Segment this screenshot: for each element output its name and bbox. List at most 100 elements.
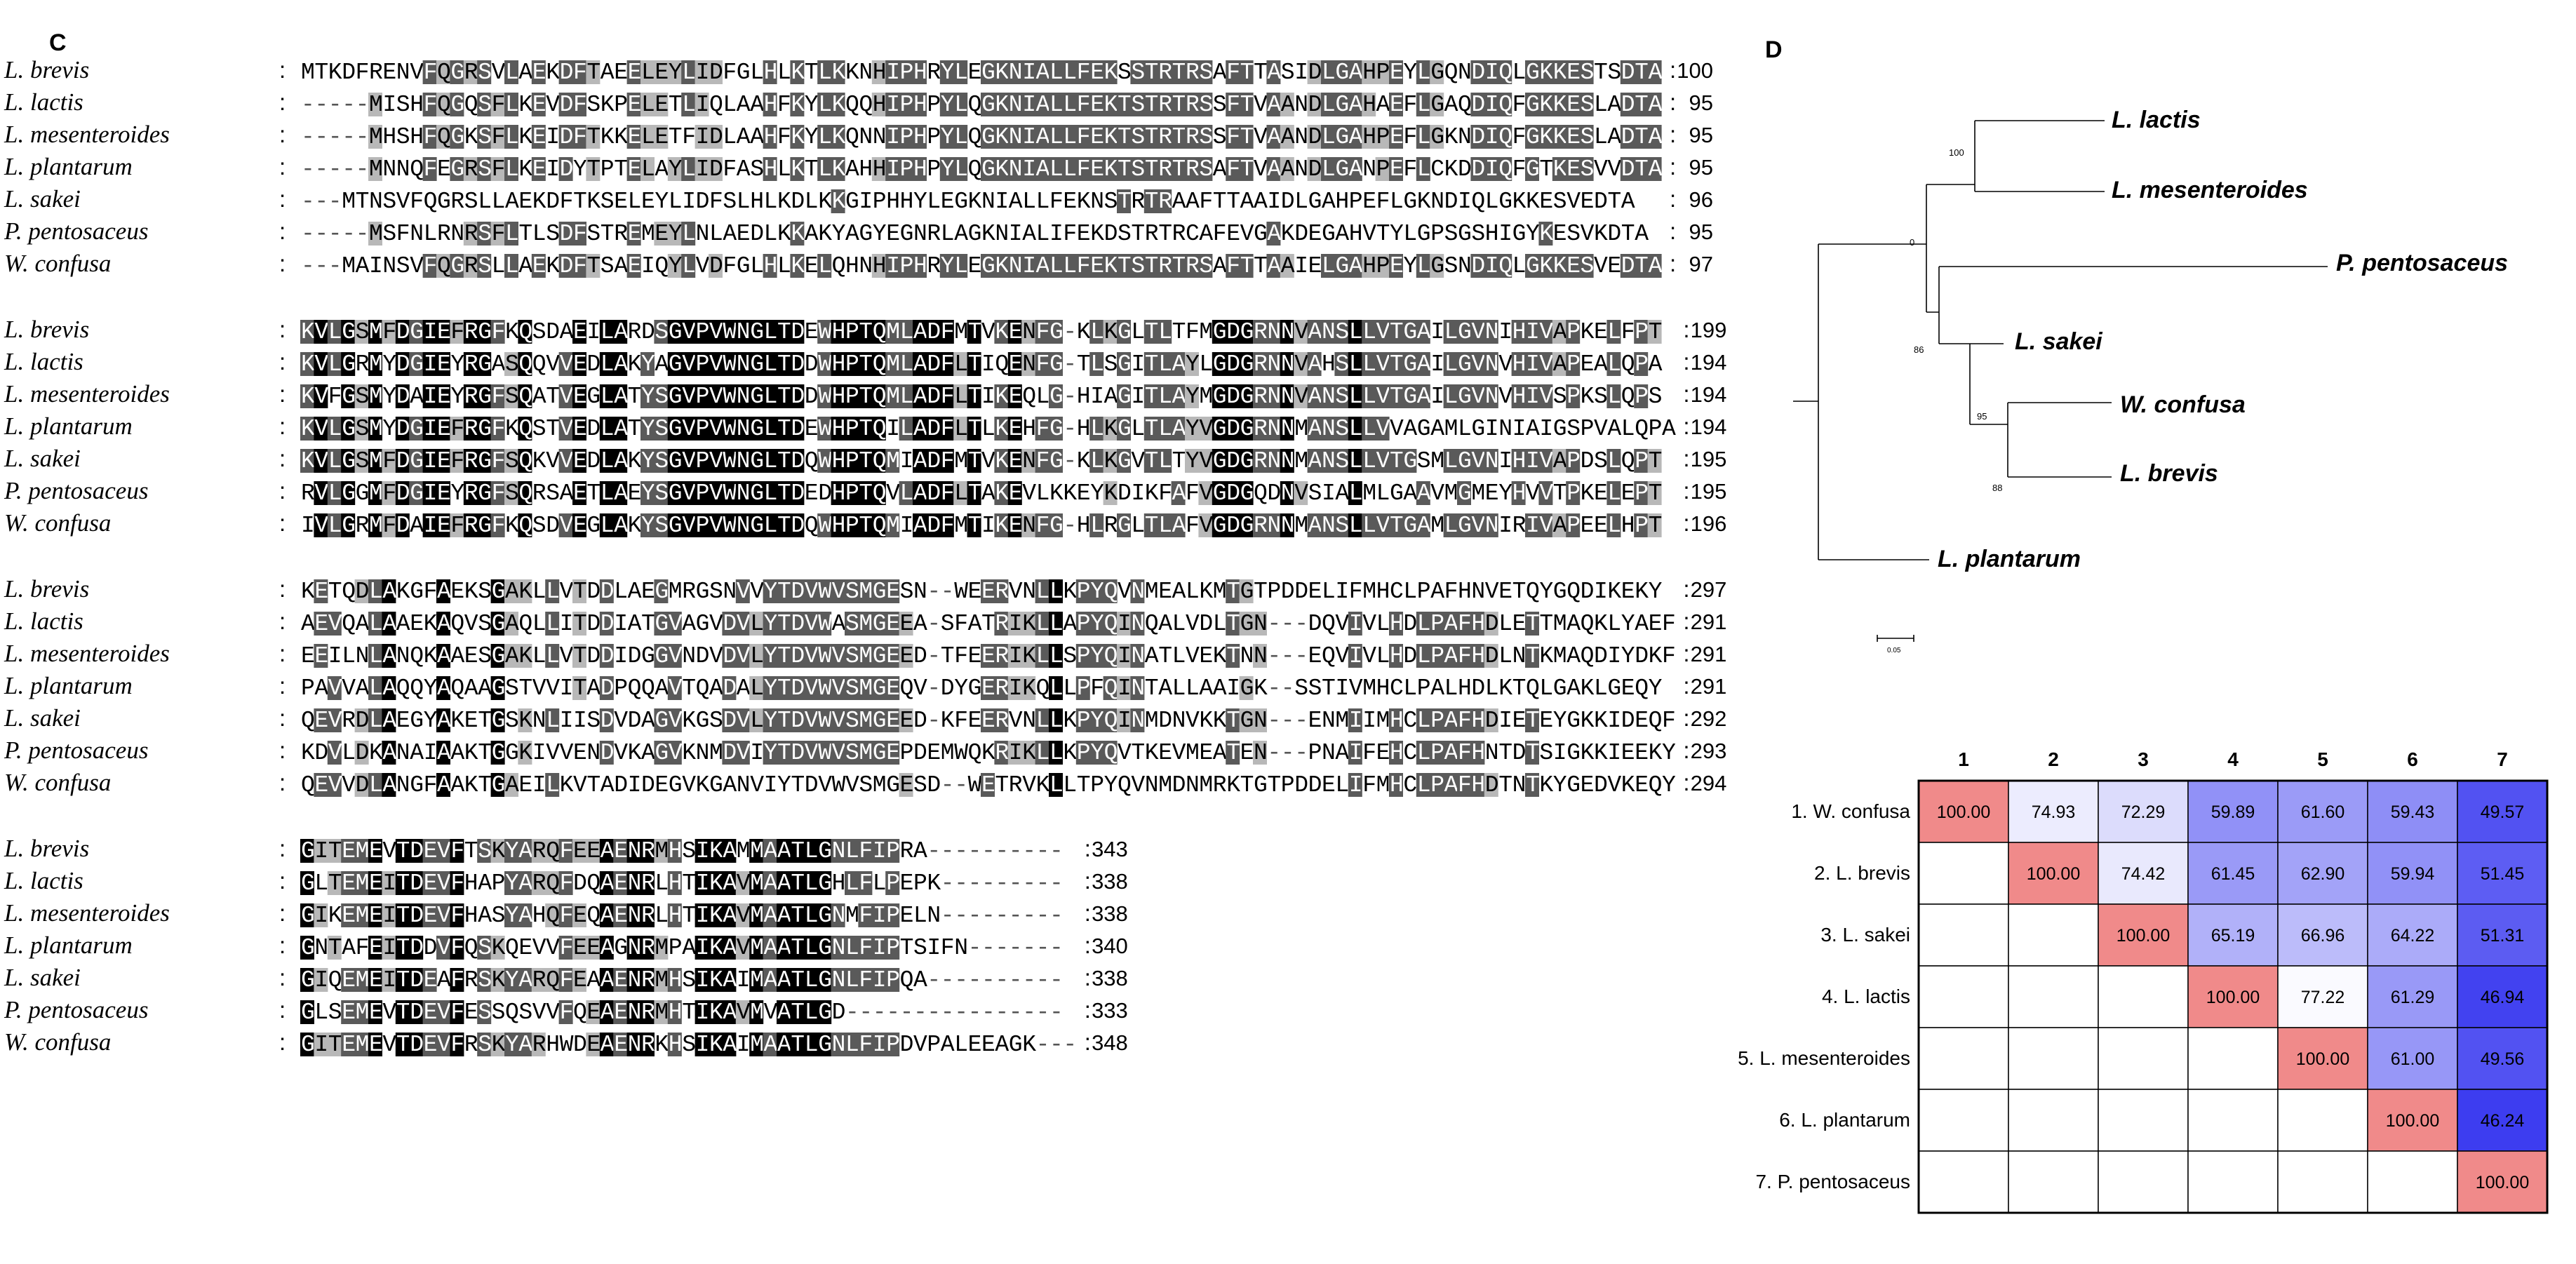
residue: T	[777, 740, 791, 766]
residue: M	[369, 480, 383, 506]
alignment-end-colon: :	[1683, 576, 1689, 602]
residue: A	[913, 611, 927, 637]
residue: R	[532, 1032, 546, 1058]
residue: G	[410, 319, 424, 345]
residue: L	[669, 189, 683, 215]
residue: S	[356, 319, 370, 345]
residue-shade	[1226, 125, 1240, 149]
residue: T	[573, 611, 587, 637]
alignment-end-colon: :	[1683, 705, 1689, 731]
residue: F	[1036, 351, 1050, 377]
residue: I	[369, 253, 383, 279]
residue: I	[1267, 189, 1281, 215]
residue: V	[886, 480, 900, 506]
residue-shade	[871, 157, 886, 181]
residue: K	[1036, 772, 1050, 798]
residue: S	[464, 189, 478, 215]
residue: L	[601, 319, 615, 345]
alignment-position: 297	[1691, 577, 1727, 602]
residue: L	[1349, 448, 1363, 474]
alignment-position: 343	[1092, 837, 1128, 861]
residue: N	[859, 124, 873, 150]
residue: M	[1335, 708, 1349, 734]
residue-shade	[477, 157, 492, 181]
residue: F	[382, 480, 396, 506]
residue: N	[1131, 675, 1145, 701]
residue: L	[764, 189, 778, 215]
residue: W	[818, 611, 832, 637]
residue: H	[1077, 513, 1091, 539]
residue: L	[369, 611, 383, 637]
residue: E	[1567, 60, 1581, 86]
residue: L	[764, 480, 778, 506]
residue: D	[913, 708, 927, 734]
residue: E	[900, 643, 914, 669]
alignment-colon: :	[279, 640, 286, 666]
residue: E	[1635, 772, 1649, 798]
residue-shade	[1647, 93, 1662, 116]
residue: W	[818, 416, 832, 442]
residue-shade	[1375, 60, 1390, 84]
residue: T	[1145, 384, 1159, 410]
residue: D	[641, 319, 655, 345]
residue: E	[382, 60, 396, 86]
residue: A	[601, 935, 615, 961]
residue: Q	[1104, 579, 1118, 605]
alignment-end-colon: :	[1670, 89, 1676, 115]
residue-shade	[939, 93, 954, 116]
residue: I	[981, 513, 995, 539]
residue: T	[777, 351, 791, 377]
residue: L	[1036, 579, 1050, 605]
residue: V	[546, 92, 560, 118]
residue: F	[424, 253, 438, 279]
residue: N	[1131, 643, 1145, 669]
residue: E	[369, 903, 383, 929]
residue: P	[1376, 124, 1390, 150]
residue: F	[1376, 189, 1390, 215]
residue-shade	[1348, 60, 1362, 84]
residue: A	[518, 903, 532, 929]
residue: E	[628, 221, 642, 247]
residue-shade	[1525, 254, 1539, 278]
residue-shade	[1158, 125, 1172, 149]
residue: K	[791, 221, 805, 247]
residue: K	[1049, 480, 1064, 506]
residue: Q	[518, 448, 532, 474]
residue-shade	[994, 93, 1009, 116]
residue: G	[1403, 384, 1417, 410]
residue: G	[1213, 384, 1227, 410]
residue: S	[478, 124, 492, 150]
alignment-species-name: W. confusa	[4, 769, 111, 796]
residue: Y	[424, 675, 438, 701]
residue: N	[832, 1032, 846, 1058]
residue: T	[805, 156, 819, 182]
residue: L	[1036, 740, 1050, 766]
alignment-species-name: W. confusa	[4, 509, 111, 537]
matrix-cell	[2187, 1089, 2279, 1152]
residue: K	[464, 124, 478, 150]
residue: H	[832, 416, 846, 442]
residue: S	[1131, 156, 1145, 182]
residue: E	[1090, 156, 1104, 182]
matrix-cell-value: 59.94	[2391, 864, 2435, 884]
residue-shade	[1498, 157, 1512, 181]
residue: P	[873, 189, 887, 215]
residue: D	[586, 416, 601, 442]
residue: K	[1104, 60, 1118, 86]
residue: K	[1539, 221, 1553, 247]
residue: M	[669, 579, 683, 605]
residue: P	[1430, 740, 1444, 766]
residue: I	[886, 92, 900, 118]
residue: K	[1607, 579, 1621, 605]
residue-shade	[1171, 157, 1186, 181]
residue-shade	[885, 125, 900, 149]
residue: Y	[641, 351, 655, 377]
alignment-end-colon: :	[1683, 478, 1689, 504]
gap: -	[342, 156, 356, 182]
residue: R	[995, 675, 1009, 701]
residue: F	[492, 156, 506, 182]
residue: T	[1635, 124, 1649, 150]
residue: P	[1567, 480, 1581, 506]
residue: V	[532, 1000, 546, 1026]
residue: Y	[641, 384, 655, 410]
